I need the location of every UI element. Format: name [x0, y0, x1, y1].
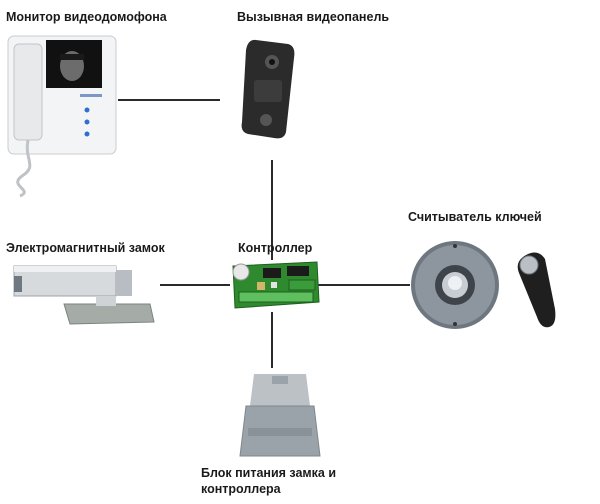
lock-image [13, 265, 155, 325]
label-reader: Считыватель ключей [408, 210, 542, 224]
monitor-image [7, 35, 117, 198]
label-call-panel: Вызывная видеопанель [237, 10, 390, 24]
label-lock: Электромагнитный замок [6, 241, 165, 255]
label-psu-line2: контроллера [201, 482, 281, 496]
controller-image [232, 261, 320, 309]
label-psu-line1: Блок питания замка и [201, 466, 337, 480]
label-controller: Контроллер [238, 241, 313, 255]
label-monitor: Монитор видеодомофона [6, 10, 167, 24]
call-panel-image [241, 39, 295, 139]
psu-image [239, 374, 321, 457]
reader-image [411, 241, 556, 329]
